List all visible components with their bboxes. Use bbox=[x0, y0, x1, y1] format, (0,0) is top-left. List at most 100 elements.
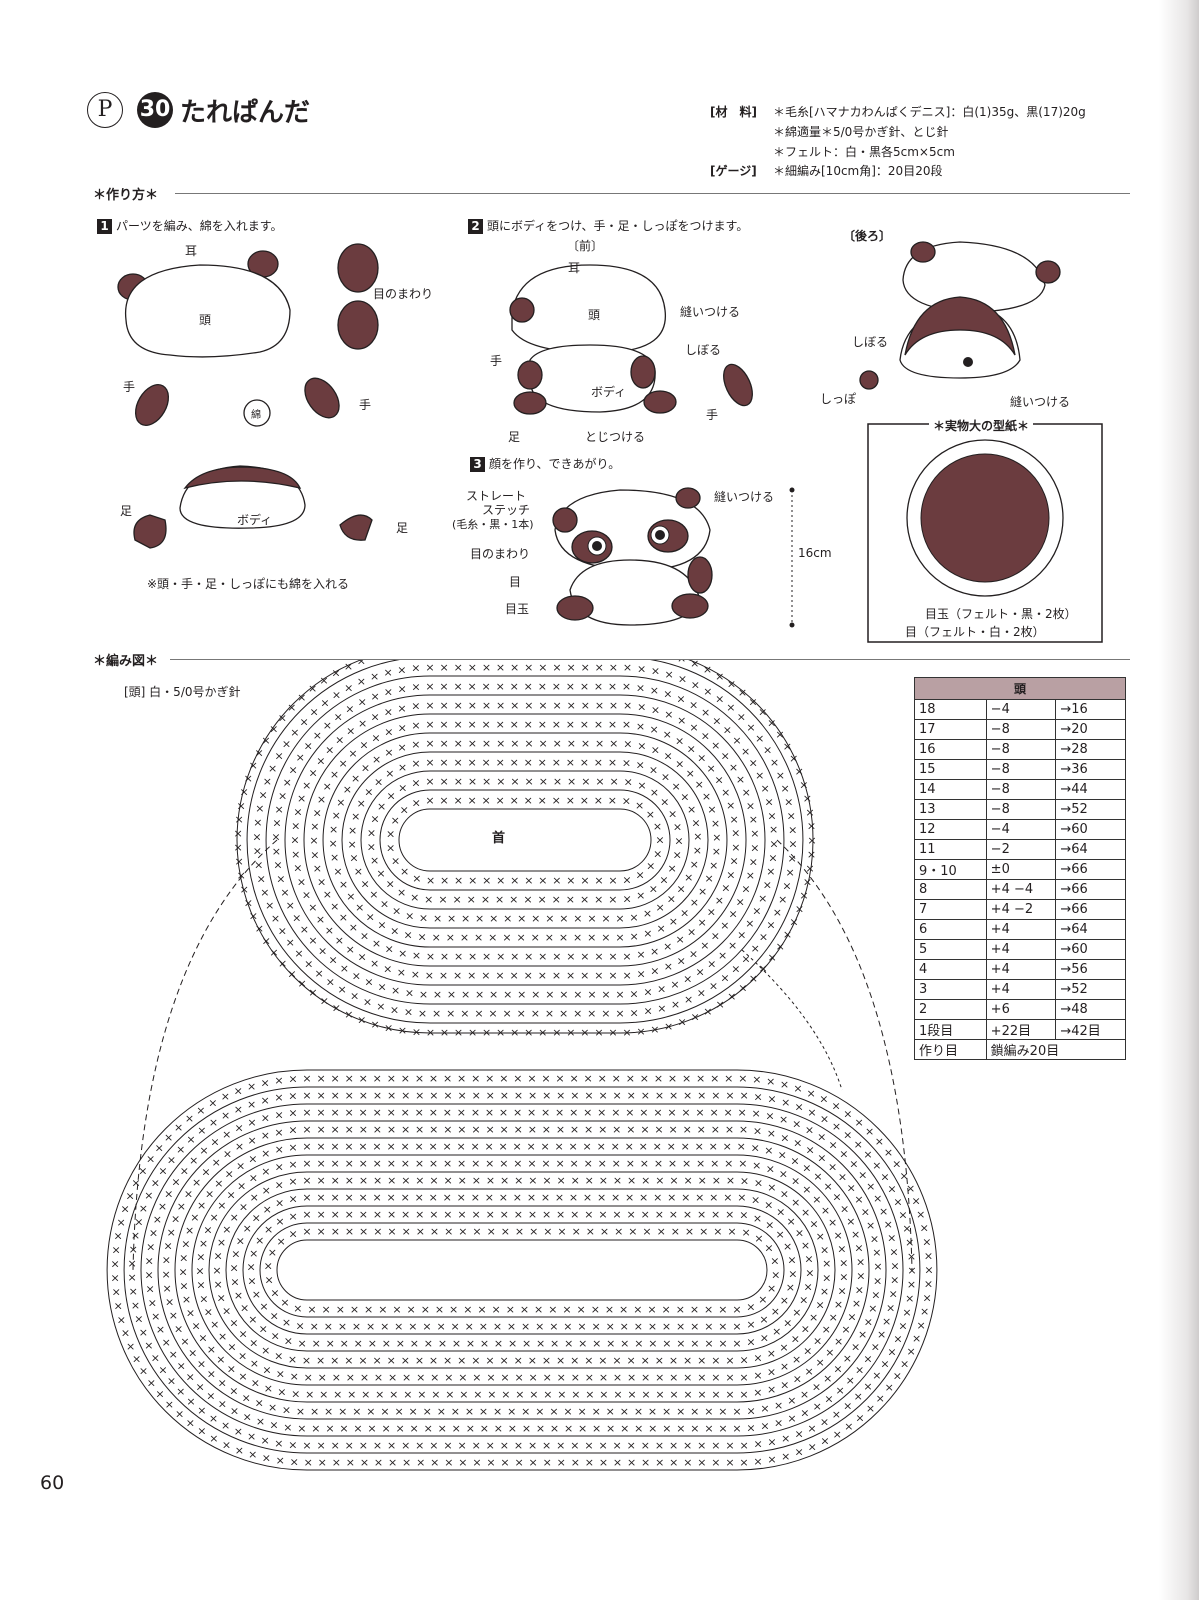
stitch-mark: × bbox=[485, 1157, 494, 1170]
stitch-mark: × bbox=[121, 1327, 130, 1340]
stitch-mark: × bbox=[494, 1422, 503, 1435]
stitch-mark: × bbox=[783, 740, 792, 753]
stitch-mark: × bbox=[274, 1437, 283, 1450]
stitch-mark: × bbox=[317, 875, 326, 888]
stitch-mark: × bbox=[324, 1320, 333, 1333]
stitch-mark: × bbox=[832, 1100, 841, 1113]
stitch-mark: × bbox=[304, 1456, 313, 1469]
stitch-mark: × bbox=[529, 1371, 538, 1384]
stitch-mark: × bbox=[920, 1305, 929, 1318]
stitch-mark: × bbox=[541, 1191, 550, 1204]
stitch-mark: × bbox=[677, 660, 686, 665]
stitch-mark: × bbox=[584, 1089, 593, 1102]
stitch-mark: × bbox=[610, 775, 619, 788]
stitch-mark: × bbox=[763, 879, 772, 892]
stitch-mark: × bbox=[149, 1227, 158, 1240]
stitch-mark: × bbox=[155, 1141, 164, 1154]
stitch-mark: × bbox=[443, 1157, 452, 1170]
pattern-number: 30 bbox=[137, 92, 173, 128]
stitch-mark: × bbox=[503, 988, 512, 1001]
stitch-mark: × bbox=[566, 661, 575, 674]
label-body: ボディ bbox=[591, 385, 627, 399]
stitch-mark: × bbox=[752, 1073, 761, 1086]
stitch-mark: × bbox=[404, 1006, 413, 1019]
stitch-mark: × bbox=[535, 1405, 544, 1418]
stitch-mark: × bbox=[514, 1456, 523, 1469]
stitch-mark: × bbox=[510, 737, 519, 750]
stitch-mark: × bbox=[289, 763, 298, 776]
stitch-mark: × bbox=[538, 969, 547, 982]
stitch-mark: × bbox=[358, 696, 367, 709]
stitch-mark: × bbox=[472, 1439, 481, 1452]
stitch-mark: × bbox=[766, 1075, 775, 1088]
stitch-mark: × bbox=[247, 1275, 256, 1288]
stitch-mark: × bbox=[384, 746, 393, 759]
stitch-mark: × bbox=[311, 1422, 320, 1435]
stitch-mark: × bbox=[911, 1195, 920, 1208]
stitch-mark: × bbox=[916, 1319, 925, 1332]
stitch-mark: × bbox=[884, 1218, 893, 1231]
stitch-mark: × bbox=[503, 912, 512, 925]
stitch-mark: × bbox=[751, 942, 760, 955]
stitch-mark: × bbox=[799, 889, 808, 902]
stitch-mark: × bbox=[545, 931, 554, 944]
stitch-mark: × bbox=[661, 771, 670, 784]
head-part bbox=[124, 264, 291, 358]
stitch-mark: × bbox=[265, 1273, 274, 1286]
stitch-mark: × bbox=[742, 1226, 751, 1239]
stitch-mark: × bbox=[721, 881, 730, 894]
stitch-mark: × bbox=[920, 1222, 929, 1235]
stitch-mark: × bbox=[401, 1354, 410, 1367]
stitch-mark: × bbox=[458, 1456, 467, 1469]
stitch-mark: × bbox=[514, 1208, 523, 1221]
table-cell: →56 bbox=[1055, 959, 1126, 980]
stitch-mark: × bbox=[731, 841, 740, 854]
stitch-mark: × bbox=[804, 1280, 813, 1293]
stitch-mark: × bbox=[465, 1405, 474, 1418]
stitch-mark: × bbox=[820, 1285, 829, 1298]
label-foot: 足 bbox=[396, 521, 409, 535]
stitch-mark: × bbox=[482, 699, 491, 712]
stitch-mark: × bbox=[333, 865, 342, 878]
stitch-mark: × bbox=[316, 1106, 325, 1119]
table-cell: →52 bbox=[1055, 979, 1126, 1000]
table-cell: 鎖編み20目 bbox=[985, 1039, 1127, 1060]
stitch-mark: × bbox=[721, 786, 730, 799]
stitch-mark: × bbox=[700, 939, 709, 952]
stitch-mark: × bbox=[527, 1106, 536, 1119]
stitch-mark: × bbox=[131, 1299, 140, 1312]
stitch-mark: × bbox=[302, 1089, 311, 1102]
stitch-mark: × bbox=[313, 862, 322, 875]
table-cell: 14 bbox=[914, 779, 987, 800]
stitch-mark: × bbox=[629, 987, 638, 1000]
stitch-mark: × bbox=[820, 1416, 829, 1429]
stitch-mark: × bbox=[425, 718, 434, 731]
stitch-mark: × bbox=[577, 1320, 586, 1333]
stitch-mark: × bbox=[249, 1337, 258, 1350]
stitch-mark: × bbox=[255, 1397, 264, 1410]
stitch-mark: × bbox=[767, 1435, 776, 1448]
stitch-mark: × bbox=[741, 745, 750, 758]
stitch-mark: × bbox=[738, 1072, 747, 1085]
stitch-mark: × bbox=[302, 1225, 311, 1238]
stitch-mark: × bbox=[902, 1306, 911, 1319]
stitch-mark: × bbox=[569, 1191, 578, 1204]
stitch-mark: × bbox=[398, 721, 407, 734]
stitch-mark: × bbox=[507, 1320, 516, 1333]
stitch-mark: × bbox=[471, 1106, 480, 1119]
stitch-mark: × bbox=[253, 816, 262, 829]
stitch-mark: × bbox=[468, 874, 477, 887]
stitch-mark: × bbox=[564, 1337, 573, 1350]
stitch-mark: × bbox=[680, 791, 689, 804]
stitch-mark: × bbox=[763, 744, 772, 757]
stitch-mark: × bbox=[636, 1025, 645, 1038]
stitch-mark: × bbox=[459, 1388, 468, 1401]
stitch-mark: × bbox=[372, 1140, 381, 1153]
stitch-mark: × bbox=[373, 1208, 382, 1221]
stitch-mark: × bbox=[316, 1140, 325, 1153]
stitch-mark: × bbox=[683, 1208, 692, 1221]
stitch-mark: × bbox=[424, 1422, 433, 1435]
stitch-mark: × bbox=[191, 1319, 200, 1332]
stitch-mark: × bbox=[288, 1107, 297, 1120]
label-foot: 足 bbox=[508, 430, 521, 444]
